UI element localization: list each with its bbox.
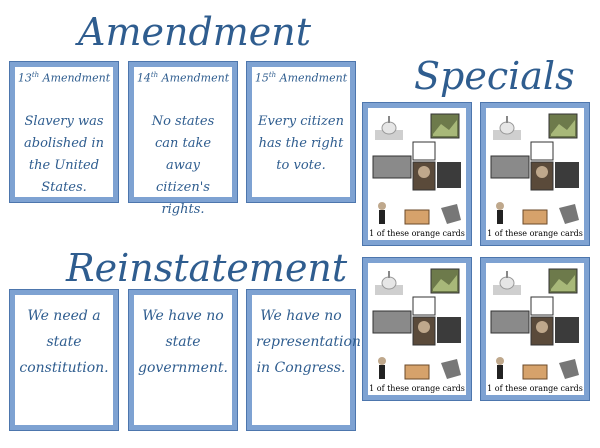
satchel-image — [559, 359, 579, 379]
capitol-building-icon — [493, 116, 521, 140]
carpetbag-image — [522, 209, 548, 225]
group-photo — [555, 317, 579, 343]
crowd-photo — [372, 310, 412, 334]
special-card[interactable]: 1 of these orange cards — [480, 257, 590, 401]
special-caption: 1 of these orange cards — [369, 229, 465, 238]
card-text: We have no representation in Congress. — [256, 308, 361, 376]
card-text: Slavery was abolished in the United Stat… — [24, 114, 104, 195]
special-card[interactable]: 1 of these orange cards — [362, 257, 472, 401]
card-text: We need a state constitution. — [19, 308, 109, 376]
soldier-figure — [379, 365, 385, 379]
group-photo — [437, 317, 461, 343]
collage-image — [490, 268, 579, 380]
special-card[interactable]: 1 of these orange cards — [480, 102, 590, 246]
capitol-building-icon — [493, 271, 521, 295]
card-title: 15th Amendment — [254, 71, 348, 85]
capitol-building-icon — [375, 271, 403, 295]
satchel-image — [559, 204, 579, 224]
soldier-figure — [497, 365, 503, 379]
soldier-figure — [379, 210, 385, 224]
capitol-building-icon — [375, 116, 403, 140]
reinstatement-heading: Reinstatement — [66, 246, 348, 290]
crowd-photo — [490, 310, 530, 334]
special-card[interactable]: 1 of these orange cards — [362, 102, 472, 246]
special-caption: 1 of these orange cards — [487, 229, 583, 238]
card-text: Every citizen has the right to vote. — [258, 114, 344, 173]
soldier-figure — [497, 210, 503, 224]
crowd-photo — [490, 155, 530, 179]
amendment-card-13[interactable]: 13th Amendment Slavery was abolished in … — [9, 61, 119, 203]
amendment-card-15[interactable]: 15th Amendment Every citizen has the rig… — [246, 61, 356, 203]
collage-image — [372, 113, 461, 225]
card-text: We have no state government. — [138, 308, 228, 376]
collage-image — [372, 268, 461, 380]
amendment-heading: Amendment — [78, 10, 312, 54]
card-title: 14th Amendment — [136, 71, 230, 85]
card-text: No states can take away citizen's rights… — [151, 114, 215, 217]
special-caption: 1 of these orange cards — [487, 384, 583, 393]
satchel-image — [441, 204, 461, 224]
reinstatement-card[interactable]: We have no representation in Congress. — [246, 289, 361, 431]
group-photo — [437, 162, 461, 188]
card-title: 13th Amendment — [17, 71, 111, 85]
carpetbag-image — [404, 364, 430, 380]
amendment-card-14[interactable]: 14th Amendment No states can take away c… — [128, 61, 238, 217]
reinstatement-card[interactable]: We need a state constitution. — [9, 289, 119, 431]
satchel-image — [441, 359, 461, 379]
special-caption: 1 of these orange cards — [369, 384, 465, 393]
carpetbag-image — [404, 209, 430, 225]
carpetbag-image — [522, 364, 548, 380]
group-photo — [555, 162, 579, 188]
specials-heading: Specials — [414, 54, 575, 98]
crowd-photo — [372, 155, 412, 179]
reinstatement-card[interactable]: We have no state government. — [128, 289, 238, 431]
collage-image — [490, 113, 579, 225]
